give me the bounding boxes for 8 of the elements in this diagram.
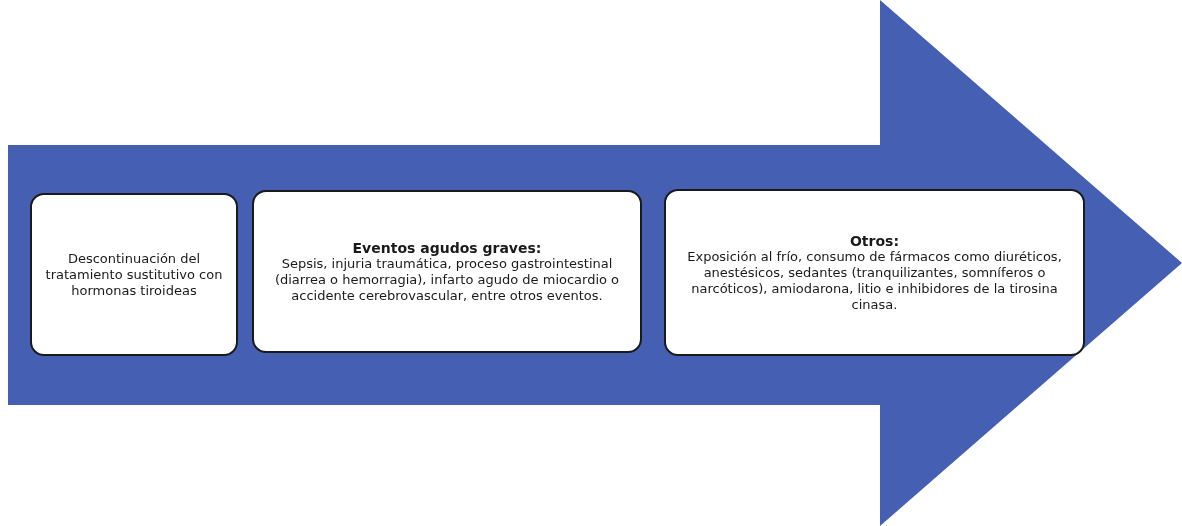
box-heading: Otros: <box>849 232 900 249</box>
box-text: Sepsis, injuria traumática, proceso gastrointestinal (diarrea o hemorragia), infarto agudo de miocardio o accidente cerebrovascular, entre otros eventos. <box>273 255 621 304</box>
box-text: Descontinuación del tratamiento sustitutivo con hormonas tiroideas <box>44 250 224 299</box>
text-box <box>664 189 1085 356</box>
box-heading: Eventos agudos graves: <box>352 239 542 256</box>
text-box <box>30 193 238 356</box>
text-box <box>252 190 642 353</box>
box-text: Exposición al frío, consumo de fármacos como diuréticos, anestésicos, sedantes (tranquilizantes, somníferos o narcóticos), amiodarona, litio e inhibidores de la tirosina cinasa. <box>686 248 1063 313</box>
